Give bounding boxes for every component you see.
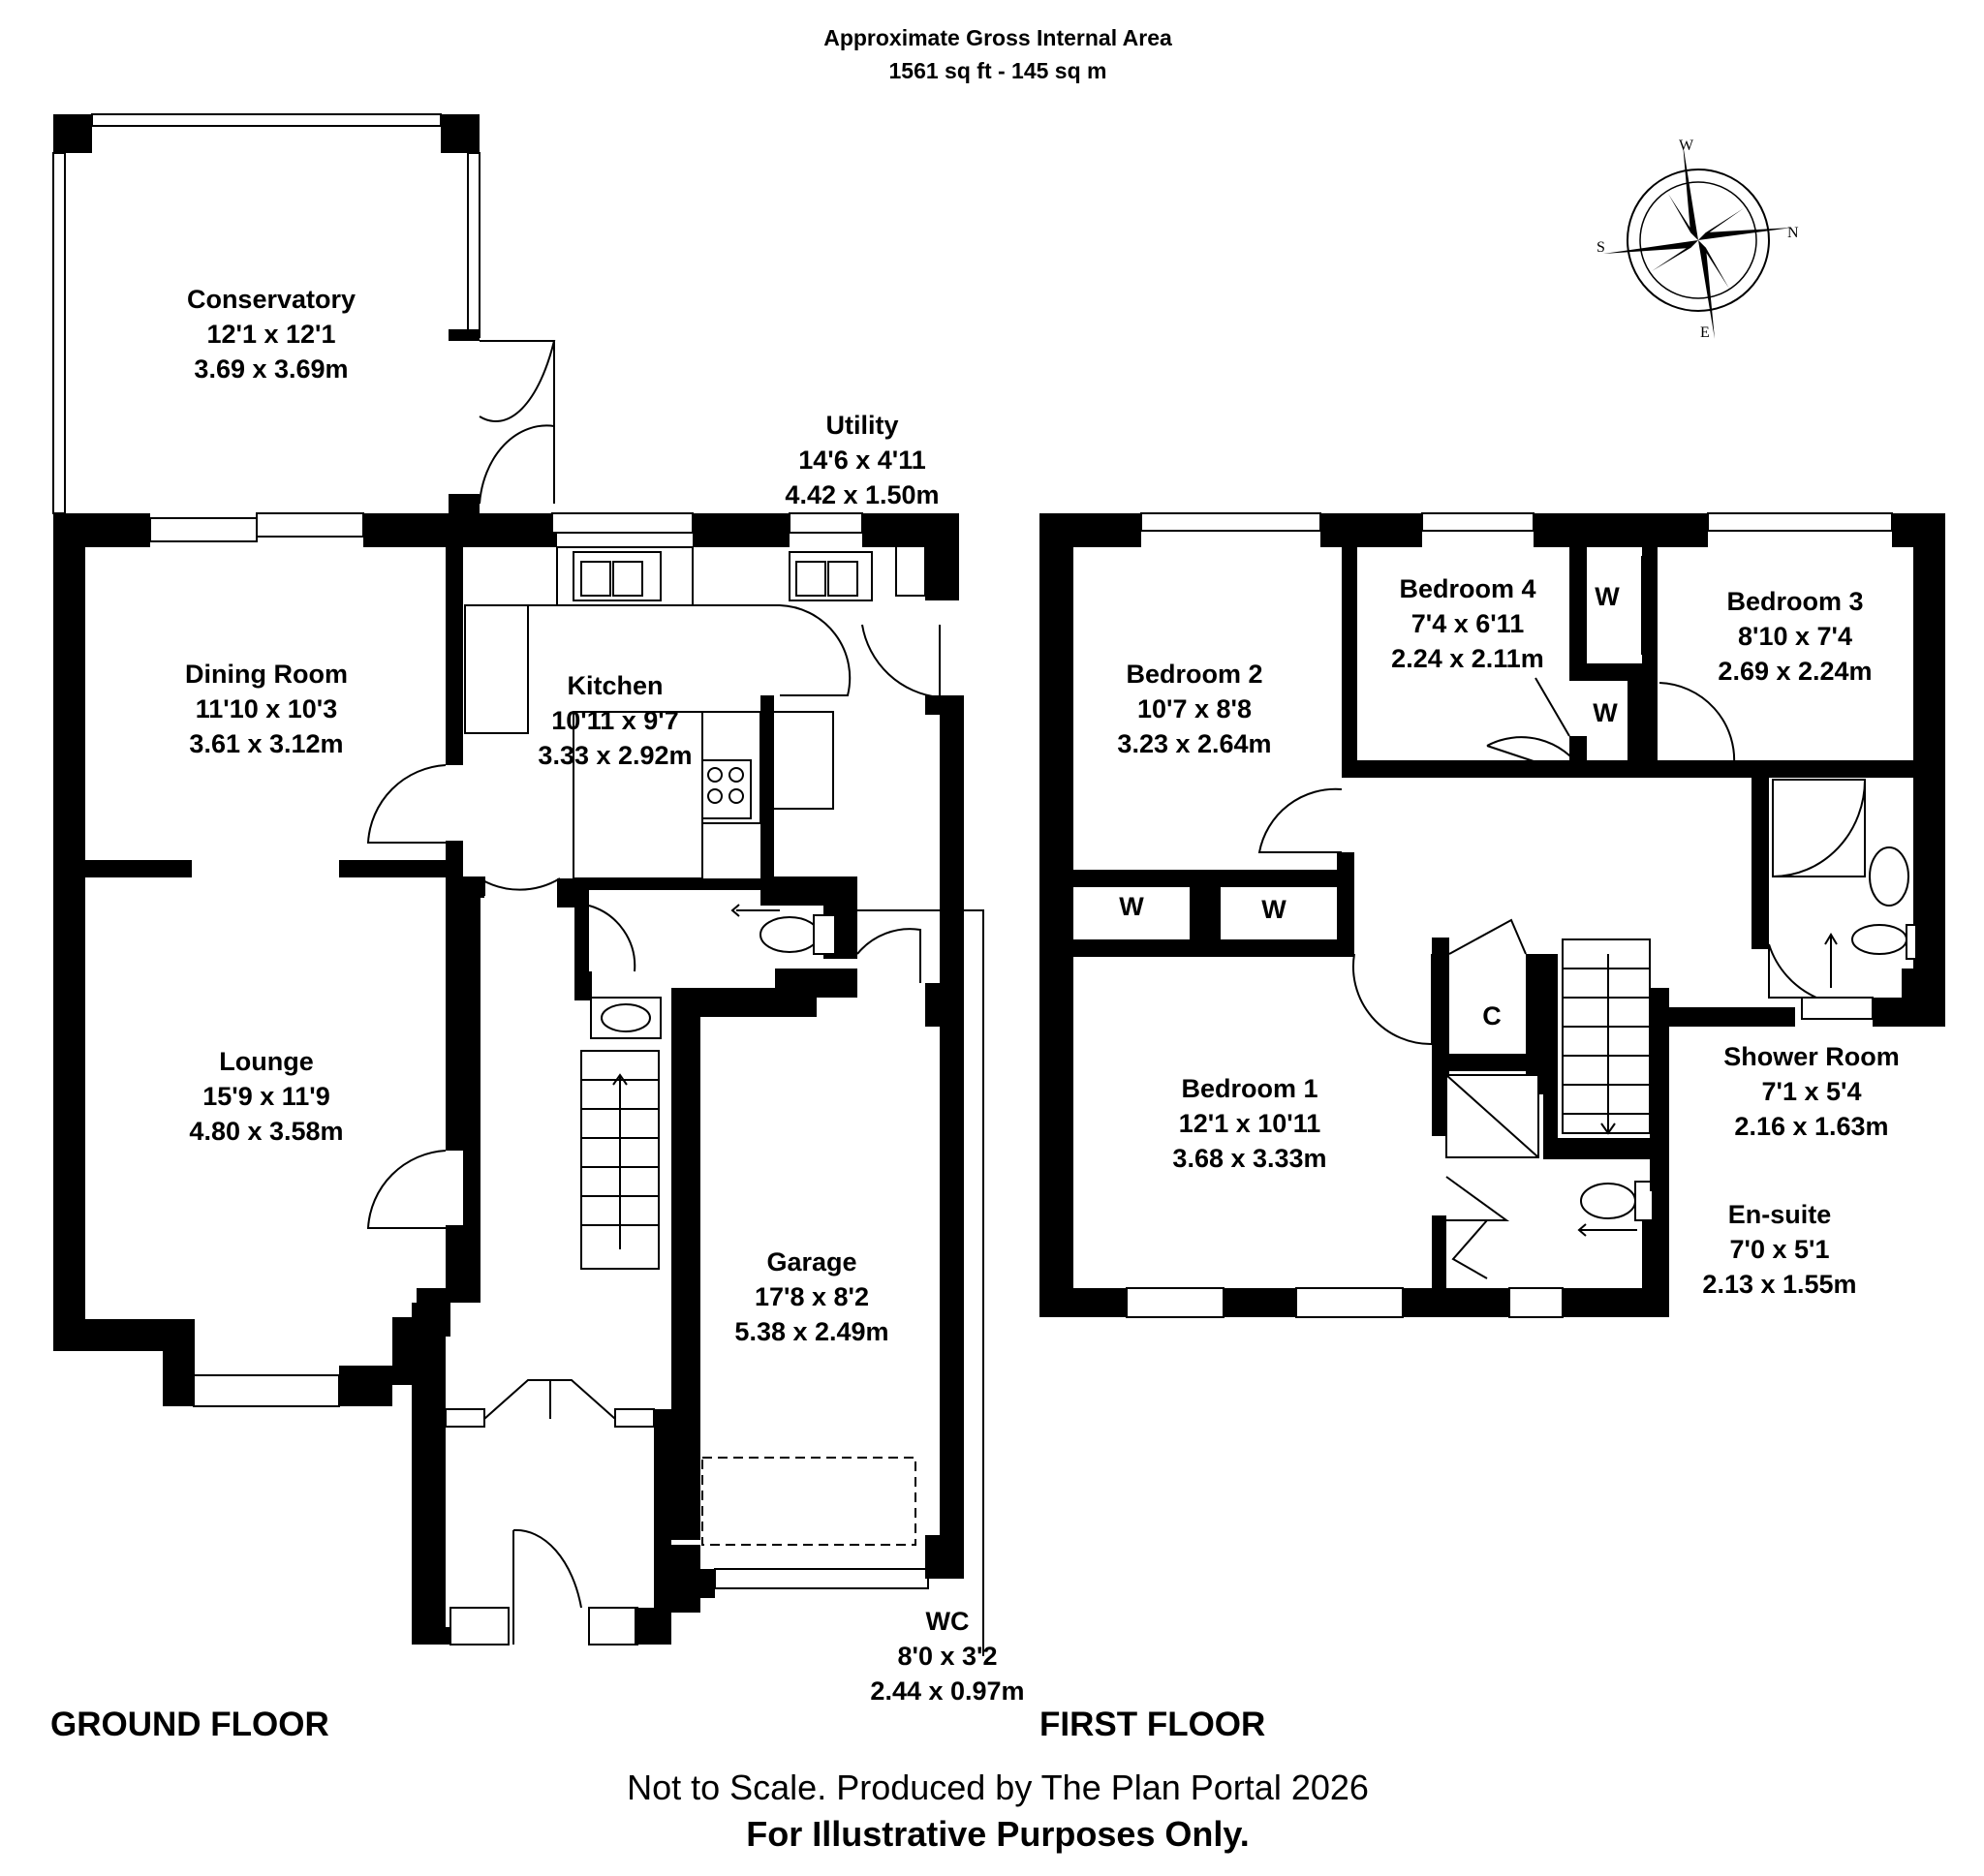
room-garage: Garage 17'8 x 8'2 5.38 x 2.49m [734, 1247, 888, 1346]
header-area-value: 1561 sq ft - 145 sq m [889, 58, 1107, 83]
room-name: Conservatory [187, 285, 356, 314]
room-imperial: 17'8 x 8'2 [755, 1282, 869, 1311]
room-bedroom-4: Bedroom 4 7'4 x 6'11 2.24 x 2.11m [1391, 574, 1544, 673]
room-bedroom-1: Bedroom 1 12'1 x 10'11 3.68 x 3.33m [1172, 1074, 1326, 1173]
compass-icon: W N S E [1596, 138, 1799, 341]
room-imperial: 15'9 x 11'9 [202, 1082, 329, 1111]
room-imperial: 12'1 x 10'11 [1179, 1109, 1320, 1138]
room-imperial: 7'1 x 5'4 [1762, 1077, 1862, 1106]
room-metric: 3.23 x 2.64m [1117, 729, 1271, 758]
wardrobe-label: W [1595, 582, 1620, 611]
footer-disclaimer: For Illustrative Purposes Only. [746, 1814, 1249, 1854]
room-dining: Dining Room 11'10 x 10'3 3.61 x 3.12m [185, 660, 348, 758]
room-name: Bedroom 4 [1399, 574, 1535, 603]
wardrobe-label: W [1593, 698, 1618, 727]
room-metric: 2.24 x 2.11m [1391, 644, 1544, 673]
room-metric: 2.16 x 1.63m [1734, 1112, 1888, 1141]
room-shower-room: Shower Room 7'1 x 5'4 2.16 x 1.63m [1723, 1042, 1900, 1141]
room-name: Bedroom 3 [1726, 587, 1863, 616]
room-metric: 3.68 x 3.33m [1172, 1144, 1326, 1173]
wardrobe-label: W [1261, 895, 1286, 924]
room-metric: 2.44 x 0.97m [870, 1676, 1024, 1706]
compass-west: W [1679, 138, 1694, 154]
header-area-title: Approximate Gross Internal Area [823, 25, 1172, 50]
room-imperial: 14'6 x 4'11 [798, 446, 925, 475]
room-metric: 2.13 x 1.55m [1702, 1270, 1856, 1299]
room-imperial: 10'11 x 9'7 [551, 706, 678, 735]
room-metric: 5.38 x 2.49m [734, 1317, 888, 1346]
room-name: Dining Room [185, 660, 348, 689]
room-imperial: 8'0 x 3'2 [898, 1642, 998, 1671]
compass-east: E [1700, 324, 1710, 341]
room-name: En-suite [1728, 1200, 1832, 1229]
compass-north: N [1787, 225, 1799, 241]
room-imperial: 7'4 x 6'11 [1411, 609, 1524, 638]
room-imperial: 10'7 x 8'8 [1137, 694, 1252, 723]
room-name: Shower Room [1723, 1042, 1900, 1071]
room-bedroom-3: Bedroom 3 8'10 x 7'4 2.69 x 2.24m [1718, 587, 1872, 686]
room-metric: 2.69 x 2.24m [1718, 657, 1872, 686]
ground-floor-title: GROUND FLOOR [50, 1706, 329, 1743]
wardrobe-label: W [1119, 892, 1144, 921]
room-metric: 4.42 x 1.50m [785, 480, 939, 509]
room-lounge: Lounge 15'9 x 11'9 4.80 x 3.58m [189, 1047, 343, 1146]
room-metric: 4.80 x 3.58m [189, 1117, 343, 1146]
compass-south: S [1596, 239, 1605, 256]
room-name: Utility [825, 411, 898, 440]
room-metric: 3.33 x 2.92m [538, 741, 692, 770]
room-name: Lounge [219, 1047, 313, 1076]
room-name: Kitchen [567, 671, 663, 700]
footer-note: Not to Scale. Produced by The Plan Porta… [627, 1768, 1369, 1807]
room-wc: WC 8'0 x 3'2 2.44 x 0.97m [870, 1607, 1024, 1706]
room-imperial: 11'10 x 10'3 [196, 694, 337, 723]
room-name: Bedroom 2 [1126, 660, 1262, 689]
first-floor-title: FIRST FLOOR [1039, 1706, 1265, 1743]
room-name: Garage [766, 1247, 856, 1276]
cupboard-label: C [1482, 1001, 1502, 1030]
room-metric: 3.69 x 3.69m [194, 354, 348, 384]
room-imperial: 7'0 x 5'1 [1730, 1235, 1830, 1264]
room-imperial: 12'1 x 12'1 [207, 320, 336, 349]
room-metric: 3.61 x 3.12m [189, 729, 343, 758]
room-imperial: 8'10 x 7'4 [1738, 622, 1852, 651]
room-conservatory: Conservatory 12'1 x 12'1 3.69 x 3.69m [187, 285, 356, 384]
first-floor-plan [1039, 512, 1945, 1318]
room-kitchen: Kitchen 10'11 x 9'7 3.33 x 2.92m [538, 671, 692, 770]
room-utility: Utility 14'6 x 4'11 4.42 x 1.50m [785, 411, 939, 509]
ground-floor-plan [52, 113, 984, 1656]
room-bedroom-2: Bedroom 2 10'7 x 8'8 3.23 x 2.64m [1117, 660, 1271, 758]
room-name: Bedroom 1 [1181, 1074, 1318, 1103]
room-en-suite: En-suite 7'0 x 5'1 2.13 x 1.55m [1702, 1200, 1856, 1299]
room-name: WC [926, 1607, 970, 1636]
